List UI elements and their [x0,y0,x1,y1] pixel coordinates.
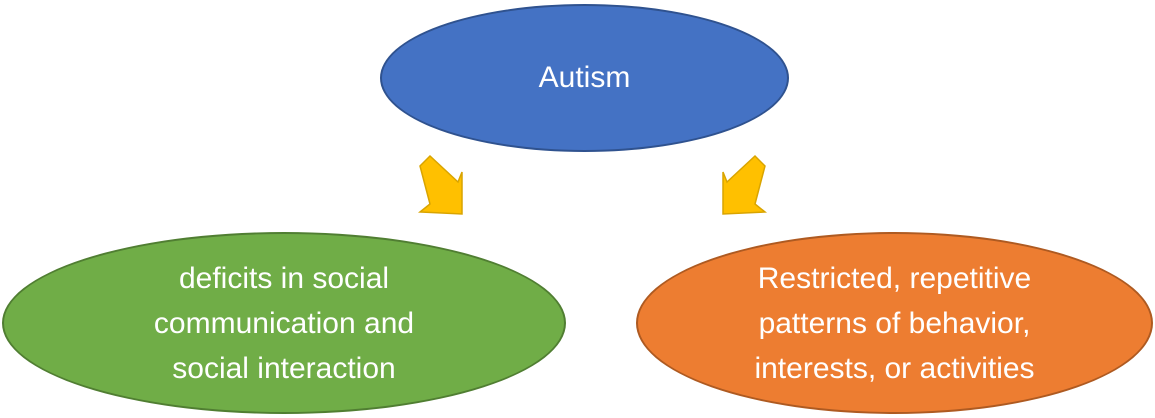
social-deficits-node-label: deficits in social communication and soc… [153,261,415,385]
restricted-behaviors-node: Restricted, repetitive patterns of behav… [636,232,1153,414]
autism-node-label: Autism [538,61,631,94]
arrow-down-right-icon [722,154,768,215]
social-deficits-node: deficits in social communication and soc… [2,232,566,414]
autism-node: Autism [380,4,789,152]
restricted-behaviors-node-label: Restricted, repetitive patterns of behav… [754,261,1035,385]
arrow-down-left-icon [417,154,463,215]
